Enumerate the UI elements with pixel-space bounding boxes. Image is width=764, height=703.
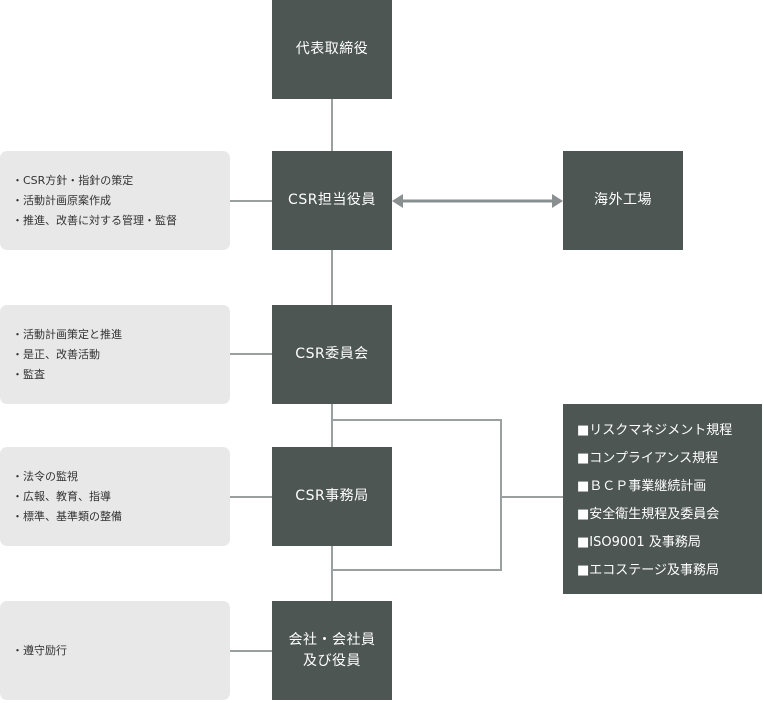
regulations-box: リスクマネジメント規程 コンプライアンス規程 ＢＣＰ事業継続計画 安全衛生規程及… <box>563 404 762 594</box>
note-item: 遵守励行 <box>12 641 230 661</box>
company-label-line2: 及び役員 <box>303 652 361 669</box>
note-item: 広報、教育、指導 <box>12 487 230 507</box>
regulation-item: ISO9001 及事務局 <box>577 529 762 557</box>
representative-director-label: 代表取締役 <box>295 41 369 57</box>
note-item: 活動計画策定と推進 <box>12 325 230 345</box>
note-item: 法令の監視 <box>12 467 230 487</box>
bidirectional-arrow <box>392 194 563 208</box>
csr-secretariat-label: CSR事務局 <box>295 488 369 504</box>
note-item: 標準、基準類の整備 <box>12 507 230 527</box>
overseas-factory-label: 海外工場 <box>594 192 652 208</box>
officer-duties-note: CSR方針・指針の策定 活動計画原案作成 推進、改善に対する管理・監督 <box>0 151 230 250</box>
company-label-line1: 会社・会社員 <box>288 631 376 648</box>
note-item: CSR方針・指針の策定 <box>12 171 230 191</box>
regulation-item: リスクマネジメント規程 <box>577 417 762 445</box>
company-duties-note: 遵守励行 <box>0 601 230 700</box>
company-box: 会社・会社員 及び役員 <box>272 601 392 700</box>
csr-secretariat-box: CSR事務局 <box>272 447 392 546</box>
note-item: 是正、改善活動 <box>12 345 230 365</box>
regulation-item: 安全衛生規程及委員会 <box>577 501 762 529</box>
csr-officer-box: CSR担当役員 <box>272 151 392 250</box>
secretariat-duties-note: 法令の監視 広報、教育、指導 標準、基準類の整備 <box>0 447 230 546</box>
regulation-item: コンプライアンス規程 <box>577 445 762 473</box>
csr-committee-label: CSR委員会 <box>295 346 369 362</box>
representative-director-box: 代表取締役 <box>272 0 392 99</box>
note-item: 監査 <box>12 365 230 385</box>
csr-officer-label: CSR担当役員 <box>288 192 376 208</box>
regulation-item: エコステージ及事務局 <box>577 557 762 585</box>
note-item: 推進、改善に対する管理・監督 <box>12 211 230 231</box>
committee-duties-note: 活動計画策定と推進 是正、改善活動 監査 <box>0 305 230 404</box>
csr-committee-box: CSR委員会 <box>272 305 392 404</box>
overseas-factory-box: 海外工場 <box>563 151 683 250</box>
regulation-item: ＢＣＰ事業継続計画 <box>577 473 762 501</box>
note-item: 活動計画原案作成 <box>12 191 230 211</box>
